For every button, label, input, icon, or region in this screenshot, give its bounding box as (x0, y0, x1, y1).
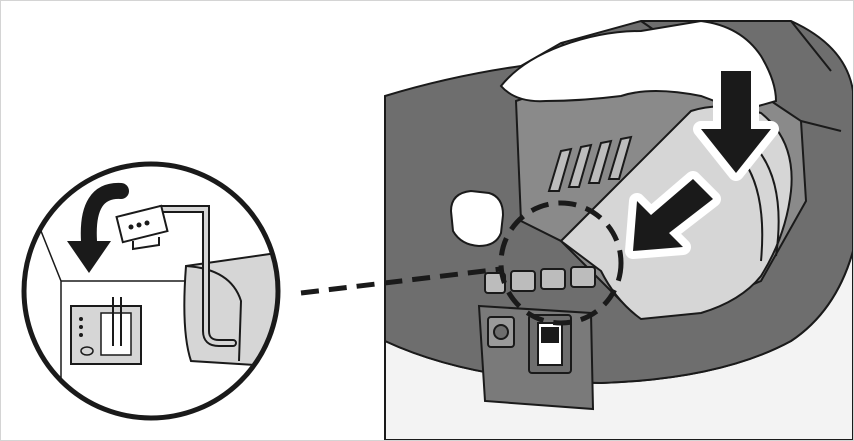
down-arrow-icon (693, 63, 779, 181)
callout-leader-line (300, 266, 502, 296)
diagonal-arrow-icon (625, 171, 721, 259)
battery-connector-icon (115, 204, 169, 251)
hand-top (499, 19, 778, 113)
detail-circuit-board (70, 297, 142, 365)
dc-jack-icon (487, 316, 515, 348)
callout-dashed-lines (300, 200, 624, 326)
curved-arrow-down-icon (67, 182, 129, 273)
callout-target-circle (498, 200, 624, 326)
thumb (449, 189, 505, 248)
detail-magnifier (21, 161, 281, 421)
connector-row (484, 266, 596, 294)
detail-magnifier-rim (21, 161, 281, 421)
vent-slots (547, 135, 633, 192)
power-switch-icon (528, 314, 572, 374)
